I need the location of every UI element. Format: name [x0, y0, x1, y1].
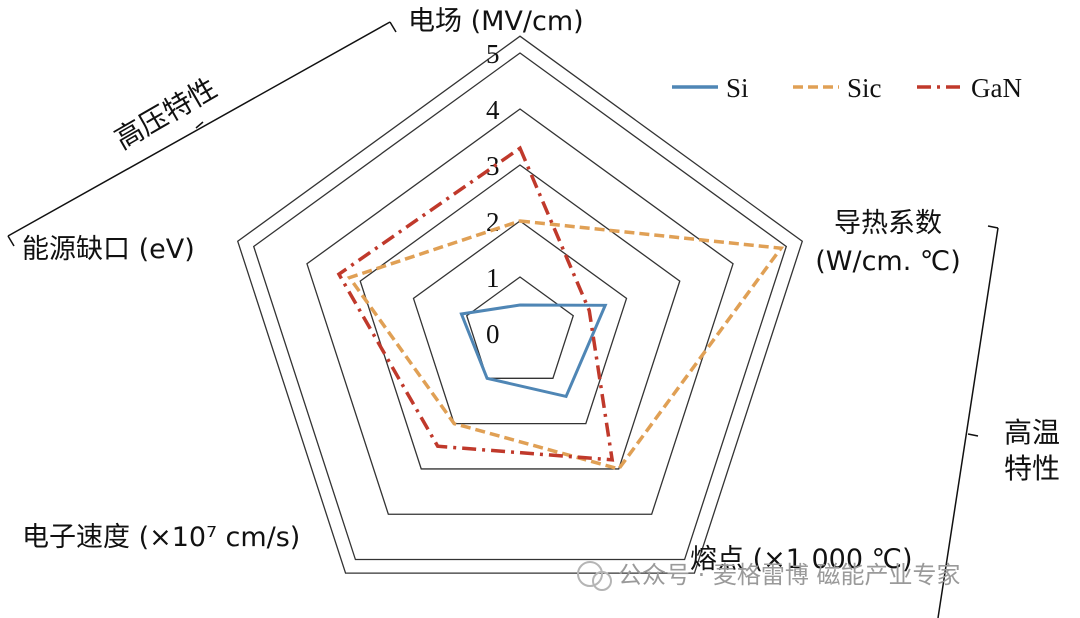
tick-label-0: 0	[486, 319, 500, 349]
legend-label-sic: Sic	[847, 73, 882, 103]
radar-grid	[236, 35, 804, 574]
grid-frame	[236, 35, 804, 574]
grid-ring-3	[359, 164, 681, 470]
axis-labels: 电场 (MV/cm) 导热系数 (W/cm. ℃) 熔点 (×1 000 ℃) 电子速度…	[22, 6, 961, 575]
group-label-high-temperature-line2: 特性	[1004, 452, 1060, 485]
tick-label-2: 2	[486, 207, 500, 237]
grid-ring-1	[465, 276, 575, 379]
tick-label-3: 3	[486, 151, 500, 181]
legend-label-si: Si	[726, 73, 749, 103]
axis-label-1-line2: (W/cm. ℃)	[815, 246, 961, 277]
tick-label-5: 5	[486, 39, 500, 69]
watermark: 公众号 · 麦格雷博 磁能产业专家	[577, 561, 961, 591]
grid-ring-2	[412, 220, 628, 425]
tick-label-4: 4	[486, 95, 500, 125]
legend: Si Sic GaN	[672, 73, 1022, 103]
series-si	[459, 303, 608, 399]
axis-label-2: 熔点 (×1 000 ℃)	[690, 544, 912, 575]
data-series	[336, 145, 785, 471]
axis-label-4: 能源缺口 (eV)	[22, 234, 195, 265]
high-temperature-bracket: 高温 特性	[937, 225, 1060, 618]
series-gan	[336, 145, 615, 462]
axis-label-3: 电子速度 (×10⁷ cm/s)	[22, 522, 300, 553]
legend-label-gan: GaN	[971, 73, 1022, 103]
axis-label-1: 导热系数	[834, 208, 942, 239]
watermark-text: 公众号 · 麦格雷博 磁能产业专家	[618, 561, 961, 589]
grid-ring-4	[306, 108, 734, 515]
high-voltage-bracket: 高压特性	[7, 21, 397, 247]
series-sic	[346, 219, 785, 471]
radial-tick-labels: 0 1 2 3 4 5	[486, 39, 500, 349]
tick-label-1: 1	[486, 263, 500, 293]
group-label-high-temperature: 高温	[1004, 416, 1060, 449]
group-label-high-voltage: 高压特性	[109, 71, 223, 156]
axis-label-0: 电场 (MV/cm)	[408, 6, 584, 37]
grid-ring-5	[252, 52, 788, 561]
wechat-icon	[577, 561, 603, 587]
